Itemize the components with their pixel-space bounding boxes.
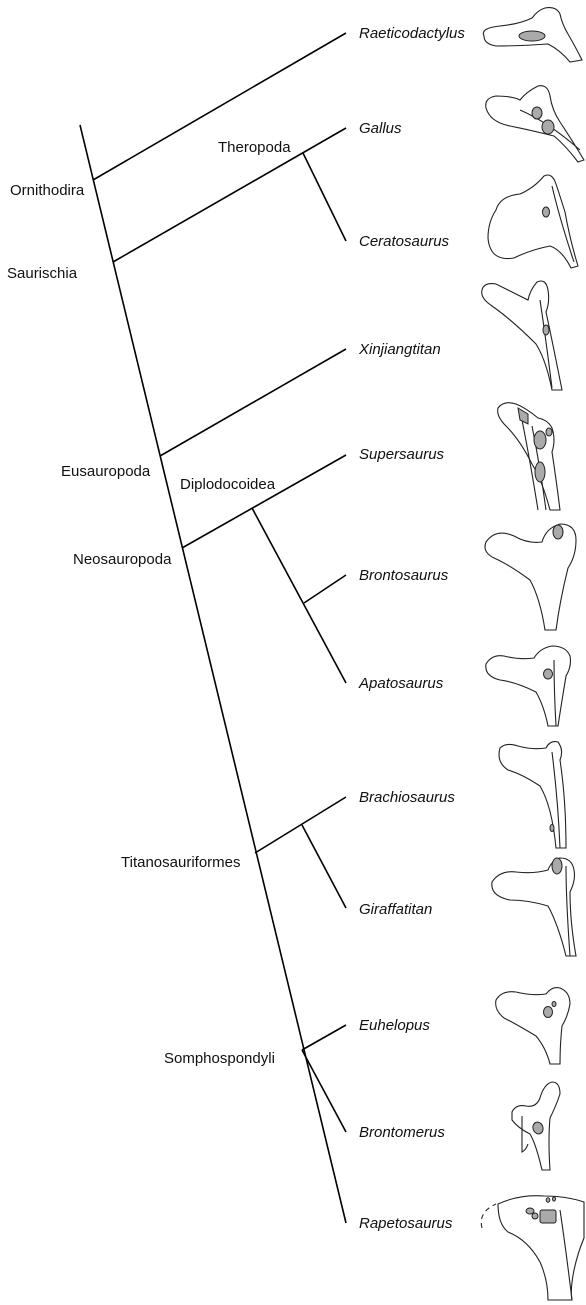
clade-label-somphospondyli: Somphospondyli xyxy=(164,1050,275,1067)
branch-brontosaurus xyxy=(304,575,346,603)
cladogram-branches xyxy=(80,33,346,1223)
taxon-labels: Raeticodactylus Gallus Ceratosaurus Xinj… xyxy=(358,25,465,1232)
branch-diplodocoidea xyxy=(182,455,346,548)
taxon-label: Brachiosaurus xyxy=(359,789,455,806)
ilium-illustration xyxy=(482,281,562,390)
ilium-illustration xyxy=(496,988,570,1064)
taxon-label: Brontosaurus xyxy=(359,567,449,584)
clade-label-titanosauriformes: Titanosauriformes xyxy=(121,854,241,871)
taxon-label: Xinjiangtitan xyxy=(358,341,441,358)
ilium-illustration xyxy=(499,742,566,848)
taxon-label: Brontomerus xyxy=(359,1124,445,1141)
taxon-label: Giraffatitan xyxy=(359,901,432,918)
branch-raeticodactylus xyxy=(93,33,346,180)
ilium-illustration xyxy=(483,8,582,62)
clade-label-eusauropoda: Eusauropoda xyxy=(61,463,151,480)
ilium-illustration xyxy=(498,403,560,510)
ilium-illustration xyxy=(488,175,578,268)
clade-label-theropoda: Theropoda xyxy=(218,139,291,156)
taxon-label: Apatosaurus xyxy=(358,675,444,692)
clade-labels: Ornithodira Saurischia Theropoda Eusauro… xyxy=(7,139,291,1067)
ilium-illustration xyxy=(485,524,576,630)
taxon-label: Supersaurus xyxy=(359,446,445,463)
clade-label-diplodocoidea: Diplodocoidea xyxy=(180,476,276,493)
clade-label-ornithodira: Ornithodira xyxy=(10,182,85,199)
ilium-illustration xyxy=(486,86,584,162)
branch-brontomerus xyxy=(302,1050,346,1132)
branch-titanosauriformes xyxy=(255,797,346,853)
ilium-illustration xyxy=(481,1196,584,1300)
clade-label-neosauropoda: Neosauropoda xyxy=(73,551,172,568)
taxon-label: Euhelopus xyxy=(359,1017,430,1034)
taxon-label: Ceratosaurus xyxy=(359,233,450,250)
branch-giraffatitan xyxy=(302,825,346,908)
ilium-illustration xyxy=(512,1082,560,1170)
branch-ceratosaurus xyxy=(303,153,346,241)
branch-somphospondyli xyxy=(302,1025,346,1050)
clade-label-saurischia: Saurischia xyxy=(7,265,78,282)
taxon-label: Raeticodactylus xyxy=(359,25,465,42)
branch-apatosaurus xyxy=(252,508,346,683)
ilium-illustrations xyxy=(481,8,584,1300)
taxon-label: Gallus xyxy=(359,120,402,137)
branch-xinjiangtitan xyxy=(160,349,346,456)
taxon-label: Rapetosaurus xyxy=(359,1215,453,1232)
ilium-illustration xyxy=(486,646,571,726)
ilium-illustration xyxy=(492,858,576,956)
